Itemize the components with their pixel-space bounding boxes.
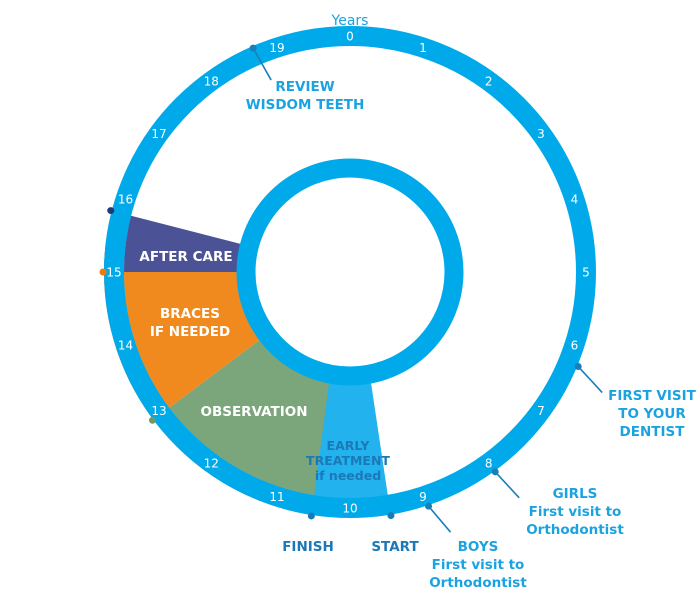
early-treatment-segment xyxy=(312,376,391,512)
year-tick-19: 19 xyxy=(269,41,284,55)
year-tick-8: 8 xyxy=(485,456,493,470)
after-care-label: AFTER CARE xyxy=(139,249,232,265)
year-tick-14: 14 xyxy=(118,338,133,352)
review-wisdom-teeth-leader-line xyxy=(252,47,272,81)
start-label: START xyxy=(371,539,419,555)
first-visit-dentist-label: TO YOUR xyxy=(618,406,686,422)
year-tick-3: 3 xyxy=(537,127,545,141)
outer-years-ring xyxy=(104,26,596,518)
year-tick-2: 2 xyxy=(485,75,493,89)
marker-16-dot xyxy=(107,207,115,215)
inner-disk xyxy=(246,168,454,376)
years-title: Years xyxy=(331,13,369,29)
year-tick-17: 17 xyxy=(151,127,166,141)
early-treatment-label: EARLY xyxy=(327,438,371,453)
start-dot xyxy=(387,512,395,520)
review-wisdom-teeth-dot xyxy=(249,44,257,52)
review-wisdom-teeth-label: WISDOM TEETH xyxy=(246,97,365,113)
year-tick-0: 0 xyxy=(346,30,354,44)
boys-first-visit-label: Orthodontist xyxy=(429,575,527,591)
first-visit-dentist-leader-line xyxy=(577,365,603,394)
boys-first-visit-leader-line xyxy=(427,505,452,533)
finish-dot xyxy=(307,512,315,520)
girls-first-visit-leader-line xyxy=(494,471,520,499)
observation-label: OBSERVATION xyxy=(200,404,307,420)
year-tick-18: 18 xyxy=(204,75,219,89)
girls-first-visit-label: First visit to xyxy=(529,504,622,520)
marker-13-dot xyxy=(148,416,156,424)
year-tick-10: 10 xyxy=(342,502,357,516)
inner-ring xyxy=(236,158,464,386)
braces-label: IF NEEDED xyxy=(150,324,230,340)
braces-label: BRACES xyxy=(160,306,220,322)
year-tick-7: 7 xyxy=(537,404,545,418)
year-tick-9: 9 xyxy=(419,490,427,504)
segment-labels: AFTER CARE BRACES IF NEEDED OBSERVATION EARL… xyxy=(139,249,390,483)
girls-first-visit-dot xyxy=(491,468,499,476)
year-tick-15: 15 xyxy=(106,266,121,280)
first-visit-dentist-label: DENTIST xyxy=(620,424,686,440)
girls-first-visit-label: Orthodontist xyxy=(526,522,624,538)
year-tick-11: 11 xyxy=(269,490,284,504)
marker-15-dot xyxy=(99,268,107,276)
early-treatment-label: TREATMENT xyxy=(306,453,390,468)
year-tick-12: 12 xyxy=(204,456,219,470)
year-tick-6: 6 xyxy=(571,338,579,352)
review-wisdom-teeth-label: REVIEW xyxy=(275,79,334,95)
boys-first-visit-label: BOYS xyxy=(458,539,499,555)
first-visit-dentist-dot xyxy=(574,363,582,371)
boys-first-visit-label: First visit to xyxy=(432,557,525,573)
year-tick-16: 16 xyxy=(118,193,133,207)
year-tick-1: 1 xyxy=(419,41,427,55)
early-treatment-label: if needed xyxy=(315,468,381,483)
girls-first-visit-label: GIRLS xyxy=(553,486,598,502)
first-visit-dentist-label: FIRST VISIT xyxy=(608,388,696,404)
rings xyxy=(104,26,596,518)
boys-first-visit-dot xyxy=(425,502,433,510)
year-tick-5: 5 xyxy=(582,266,590,280)
year-tick-13: 13 xyxy=(151,404,166,418)
year-tick-4: 4 xyxy=(571,193,579,207)
milestone-callouts: REVIEW WISDOM TEETH FIRST VISIT TO YOUR DENT… xyxy=(99,44,697,591)
finish-label: FINISH xyxy=(282,539,334,555)
